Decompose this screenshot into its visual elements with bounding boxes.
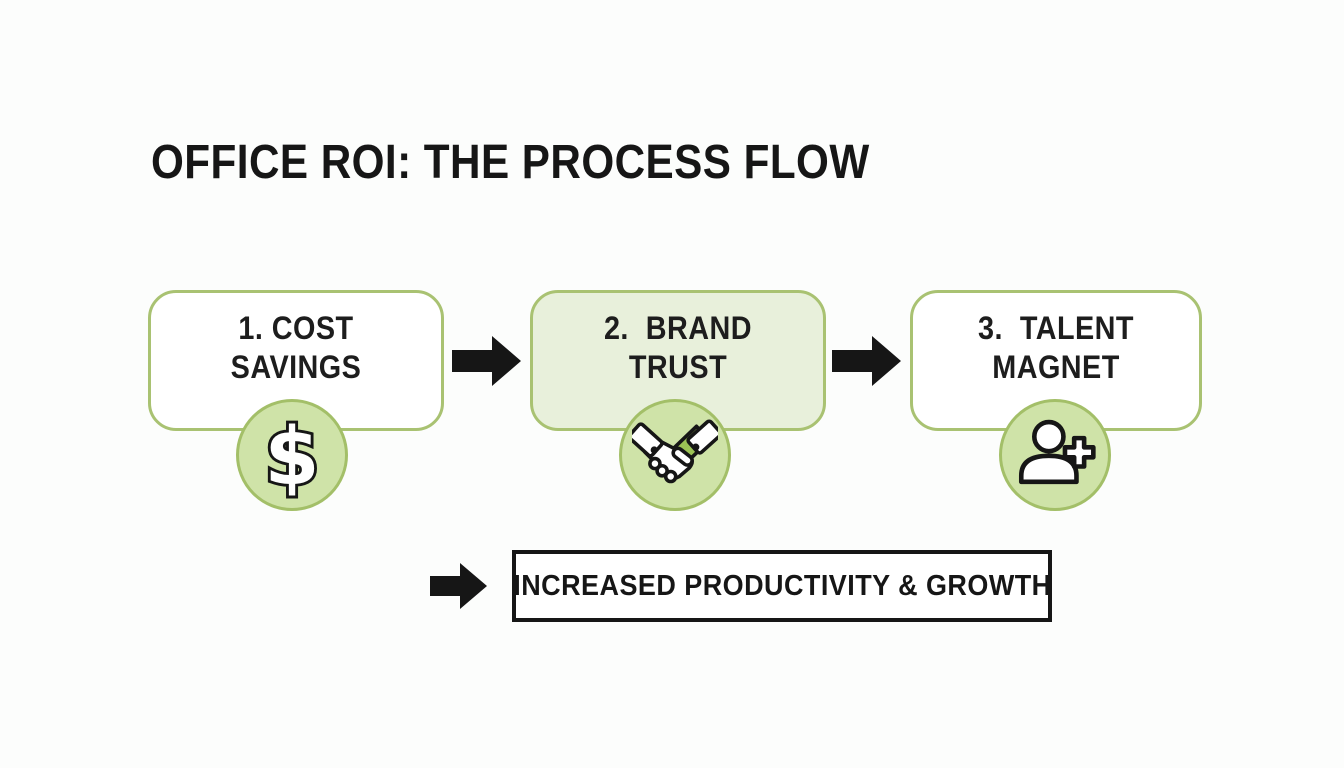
step-label-cost-savings: 1. COST SAVINGS	[166, 293, 427, 387]
handshake-glyph	[632, 419, 718, 484]
step-label-line1: 3. TALENT	[978, 310, 1134, 346]
flow-arrow-icon	[832, 336, 901, 386]
person-add-glyph	[1018, 419, 1096, 485]
svg-text:$: $	[265, 411, 320, 503]
dollar-sign-icon: $	[236, 399, 348, 511]
page-title: OFFICE ROI: THE PROCESS FLOW	[151, 136, 870, 189]
step-label-line1: 2. BRAND	[603, 310, 753, 346]
step-box-brand-trust: 2. BRAND TRUST	[530, 290, 826, 431]
outcome-label: INCREASED PRODUCTIVITY & GROWTH	[512, 569, 1052, 602]
step-label-line2: MAGNET	[992, 349, 1120, 385]
flow-arrow-icon	[452, 336, 521, 386]
step-label-line1: 1. COST	[238, 310, 354, 346]
outcome-box: INCREASED PRODUCTIVITY & GROWTH	[512, 550, 1052, 622]
step-label-line2: SAVINGS	[230, 349, 362, 385]
outcome-arrow-icon	[430, 563, 487, 609]
step-label-line2: TRUST	[628, 349, 728, 385]
step-label-brand-trust: 2. BRAND TRUST	[548, 293, 809, 387]
handshake-icon	[619, 399, 731, 511]
person-add-icon	[999, 399, 1111, 511]
step-label-talent-magnet: 3. TALENT MAGNET	[927, 293, 1184, 387]
dollar-glyph: $	[262, 408, 323, 506]
